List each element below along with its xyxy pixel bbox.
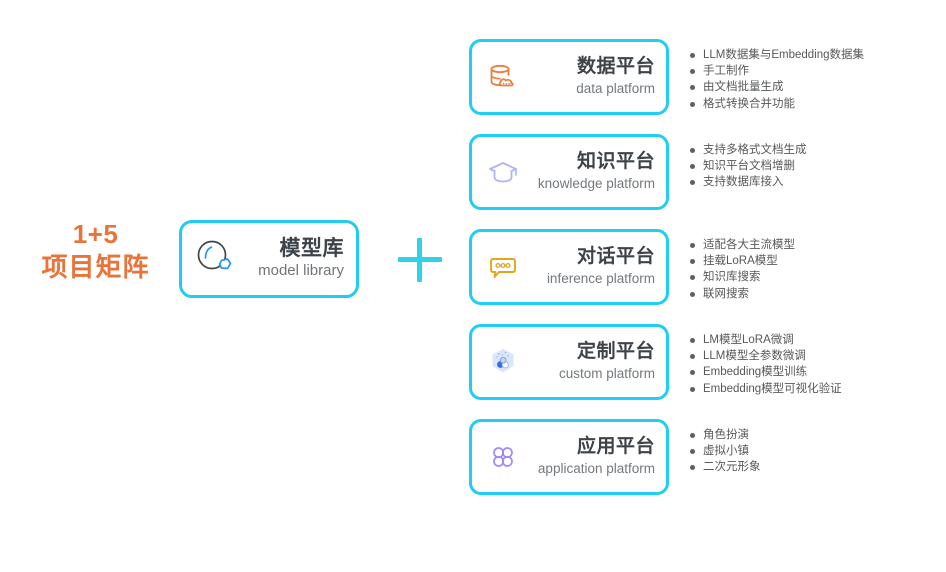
plus-icon (398, 238, 442, 282)
matrix-label: 1+5 项目矩阵 (18, 218, 173, 285)
model-library-title: 模型库 (279, 237, 344, 261)
platform-feature-list: 支持多格式文档生成 知识平台文档增删 支持数据库接入 (690, 134, 807, 191)
platform-card-application[interactable]: 应用平台 application platform (469, 419, 669, 495)
platform-title: 数据平台 (576, 56, 655, 78)
list-item: Embedding模型训练 (690, 364, 842, 380)
shield-molecule-icon (481, 340, 525, 384)
platform-card-data[interactable]: 数据平台 data platform (469, 39, 669, 115)
list-item: 支持数据库接入 (690, 174, 807, 190)
list-item: LM模型LoRA微调 (690, 332, 842, 348)
four-petal-icon (481, 435, 525, 479)
database-cloud-icon (481, 55, 525, 99)
platform-card-text: 对话平台 inference platform (525, 246, 655, 287)
list-item: 由文档批量生成 (690, 79, 864, 95)
list-item: Embedding模型可视化验证 (690, 381, 842, 397)
list-item: LLM数据集与Embedding数据集 (690, 47, 864, 63)
platform-row: 知识平台 knowledge platform 支持多格式文档生成 知识平台文档… (469, 134, 864, 210)
list-item: 虚拟小镇 (690, 443, 761, 459)
platform-title: 定制平台 (576, 341, 655, 363)
platform-card-text: 知识平台 knowledge platform (525, 151, 655, 192)
list-item: 支持多格式文档生成 (690, 142, 807, 158)
platform-card-knowledge[interactable]: 知识平台 knowledge platform (469, 134, 669, 210)
model-library-subtitle: model library (258, 262, 344, 280)
model-library-text: 模型库 model library (242, 237, 346, 281)
platform-subtitle: application platform (537, 461, 655, 477)
list-item: LLM模型全参数微调 (690, 348, 842, 364)
platform-subtitle: data platform (576, 81, 655, 97)
platform-subtitle: knowledge platform (537, 176, 655, 192)
platform-feature-list: LLM数据集与Embedding数据集 手工制作 由文档批量生成 格式转换合并功… (690, 39, 864, 112)
matrix-label-line2: 项目矩阵 (41, 252, 150, 283)
platform-row: 数据平台 data platform LLM数据集与Embedding数据集 手… (469, 39, 864, 115)
platform-feature-list: 角色扮演 虚拟小镇 二次元形象 (690, 419, 761, 476)
platform-title: 知识平台 (576, 151, 655, 173)
platform-card-text: 定制平台 custom platform (525, 341, 655, 382)
chat-bubble-icon (481, 245, 525, 289)
list-item: 角色扮演 (690, 427, 761, 443)
platform-subtitle: custom platform (558, 366, 655, 382)
platform-card-inference[interactable]: 对话平台 inference platform (469, 229, 669, 305)
list-item: 手工制作 (690, 63, 864, 79)
model-library-card[interactable]: 模型库 model library (179, 220, 359, 298)
list-item: 知识平台文档增删 (690, 158, 807, 174)
list-item: 适配各大主流模型 (690, 237, 795, 253)
platform-card-custom[interactable]: 定制平台 custom platform (469, 324, 669, 400)
platform-row: 应用平台 application platform 角色扮演 虚拟小镇 二次元形… (469, 419, 864, 495)
list-item: 挂载LoRA模型 (690, 253, 795, 269)
list-item: 二次元形象 (690, 459, 761, 475)
platform-card-text: 数据平台 data platform (525, 56, 655, 97)
graduation-cap-icon (481, 150, 525, 194)
matrix-label-line1: 1+5 (72, 219, 119, 249)
platform-subtitle: inference platform (546, 271, 655, 287)
platform-feature-list: LM模型LoRA微调 LLM模型全参数微调 Embedding模型训练 Embe… (690, 324, 842, 397)
platform-feature-list: 适配各大主流模型 挂载LoRA模型 知识库搜索 联网搜索 (690, 229, 795, 302)
platform-row: 定制平台 custom platform LM模型LoRA微调 LLM模型全参数… (469, 324, 864, 400)
platform-list: 数据平台 data platform LLM数据集与Embedding数据集 手… (469, 39, 864, 495)
plus-icon-vertical-bar (417, 238, 422, 282)
list-item: 联网搜索 (690, 286, 795, 302)
model-library-icon (190, 233, 242, 285)
platform-title: 对话平台 (576, 246, 655, 268)
platform-row: 对话平台 inference platform 适配各大主流模型 挂载LoRA模… (469, 229, 864, 305)
platform-card-text: 应用平台 application platform (525, 436, 655, 477)
platform-title: 应用平台 (576, 436, 655, 458)
list-item: 知识库搜索 (690, 269, 795, 285)
list-item: 格式转换合并功能 (690, 96, 864, 112)
